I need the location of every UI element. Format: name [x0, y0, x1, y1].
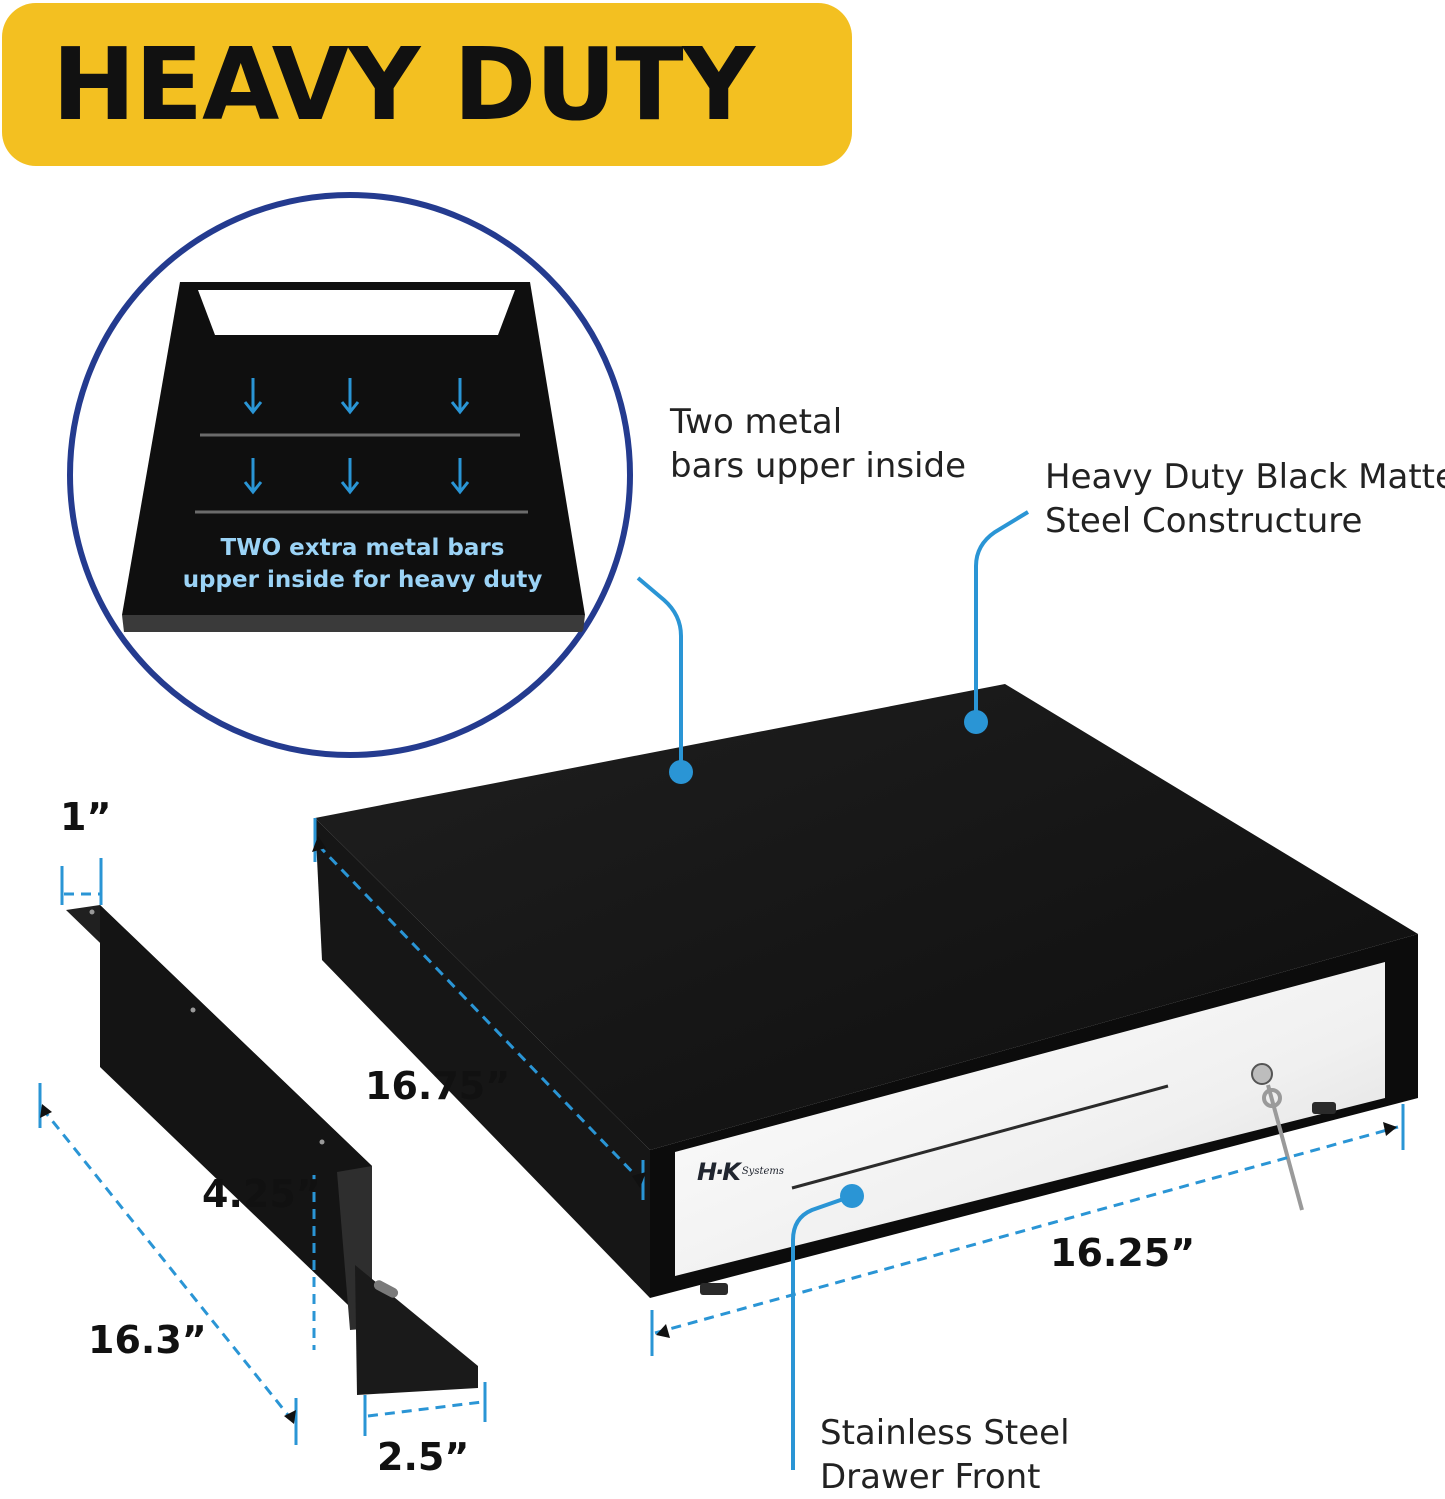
mounting-bracket [66, 905, 478, 1395]
dim-line-width [654, 1125, 1399, 1335]
dim-label-bracket-thickness: 1” [60, 795, 112, 839]
interior-tray [122, 282, 585, 615]
interior-inset [67, 192, 633, 758]
dim-label-drawer-depth: 16.75” [365, 1064, 511, 1108]
arrow-down-icon [340, 458, 360, 495]
bracket-base [355, 1265, 478, 1395]
callout-dot-drawer-front [840, 1184, 864, 1208]
heavy-duty-banner: HEAVY DUTY [2, 3, 852, 166]
callout-line: bars upper inside [670, 446, 966, 486]
dim-arrowhead [284, 1410, 296, 1424]
callout-steel-construction: Heavy Duty Black Matte Steel Constructur… [1045, 455, 1445, 543]
brand-logo-sub: Systems [741, 1166, 784, 1177]
dim-arrowhead [656, 1324, 670, 1338]
dim-label-bracket-length: 16.3” [88, 1318, 207, 1362]
arrow-down-icon [450, 378, 470, 415]
banner-title: HEAVY DUTY [52, 26, 755, 143]
inset-note-line: TWO extra metal bars [220, 535, 505, 561]
dim-line-bracket-base [367, 1400, 483, 1418]
brand-logo-mark: H·K [697, 1158, 741, 1186]
leader-metal-bars [636, 576, 683, 772]
dim-arrowhead [312, 836, 326, 852]
dim-label-drawer-width: 16.25” [1050, 1231, 1196, 1275]
dim-arrowhead [40, 1104, 52, 1118]
lock-keyhole-icon [1251, 1063, 1273, 1085]
dim-label-bracket-height: 4.25” [202, 1172, 321, 1216]
key-icon [1262, 1084, 1304, 1211]
drawer-left-side [315, 818, 650, 1298]
callout-line: Heavy Duty Black Matte [1045, 457, 1445, 497]
callout-line: Steel Constructure [1045, 501, 1363, 541]
callout-line: Stainless Steel [820, 1413, 1070, 1453]
bracket-slot [373, 1280, 399, 1298]
drawer-foot-side [1312, 1102, 1336, 1114]
callout-line: Drawer Front [820, 1457, 1041, 1497]
arrow-down-icon [450, 458, 470, 495]
drawer-top [315, 684, 1418, 1150]
drawer-foot-front [700, 1283, 728, 1295]
cash-drawer [315, 684, 1418, 1298]
drawer-slot [791, 1084, 1169, 1190]
dim-arrowhead [1383, 1122, 1397, 1136]
callout-dot-metal-bars [669, 760, 693, 784]
dim-line-depth [316, 843, 642, 1182]
arrow-down-icon [243, 378, 263, 415]
leader-steel [974, 510, 1030, 722]
callout-dot-steel [964, 710, 988, 734]
callout-metal-bars: Two metal bars upper inside [670, 400, 966, 488]
callout-line: Two metal [670, 402, 843, 442]
interior-opening [198, 290, 515, 335]
inset-note-line: upper inside for heavy duty [182, 567, 543, 593]
bracket-vertical-wall [100, 905, 372, 1328]
callout-drawer-front: Stainless Steel Drawer Front [820, 1411, 1070, 1499]
arrow-down-icon [340, 378, 360, 415]
dim-arrowhead [632, 1172, 646, 1188]
leader-drawer-front [791, 1194, 853, 1470]
inset-note: TWO extra metal bars upper inside for he… [175, 532, 550, 596]
leader-lines [636, 510, 1030, 1470]
dim-label-bracket-base: 2.5” [377, 1435, 470, 1479]
arrow-down-icon [243, 458, 263, 495]
interior-base-edge [122, 615, 585, 632]
